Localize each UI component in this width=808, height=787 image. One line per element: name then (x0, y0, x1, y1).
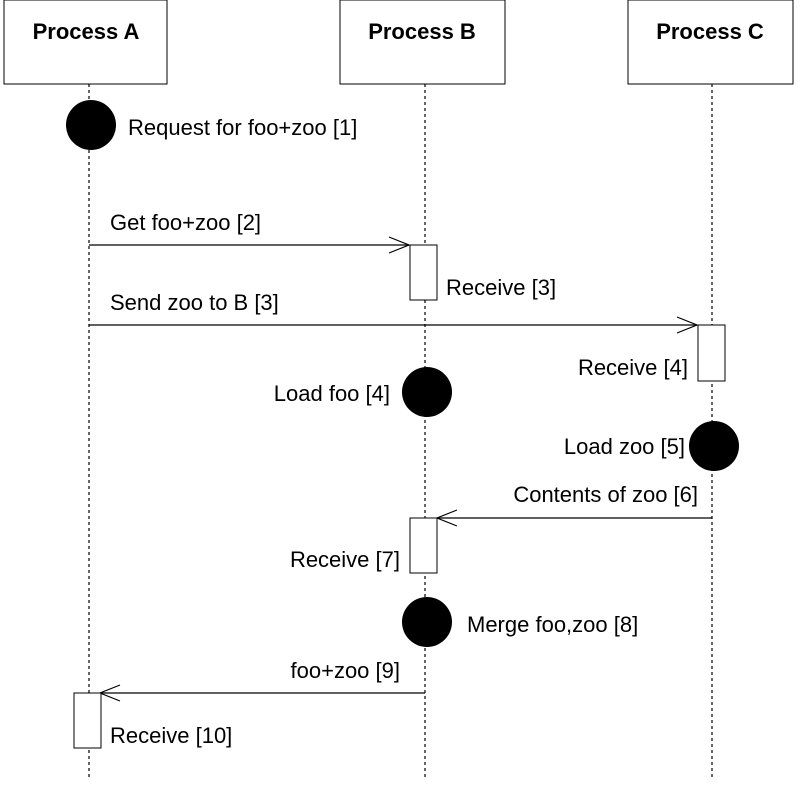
actor-process-b: Process B (339, 0, 506, 85)
actor-process-a: Process A (3, 0, 168, 85)
activation-a-receive-10 (73, 692, 102, 749)
receive-label-3: Receive [3] (446, 275, 556, 300)
arrowhead-get (388, 236, 411, 254)
message-label-get: Get foo+zoo [2] (110, 210, 261, 235)
actor-box-process-a (3, 0, 168, 85)
actor-label-process-b: Process B (368, 19, 476, 44)
actor-label-process-c: Process C (656, 19, 764, 44)
receive-label-4: Receive [4] (578, 355, 688, 380)
actor-label-process-a: Process A (33, 19, 140, 44)
event-dot-request (66, 100, 116, 150)
event-label-request: Request for foo+zoo [1] (128, 115, 357, 140)
actor-box-process-b (339, 0, 506, 85)
event-dot-load-zoo (689, 421, 739, 471)
actor-process-c: Process C (627, 0, 794, 85)
event-label-load-zoo: Load zoo [5] (564, 434, 685, 459)
message-label-send-zoo: Send zoo to B [3] (110, 290, 279, 315)
receive-label-10: Receive [10] (110, 723, 232, 748)
message-label-contents: Contents of zoo [6] (513, 482, 698, 507)
event-dot-merge (402, 597, 452, 647)
activation-b-receive-7 (409, 517, 438, 574)
actor-box-process-c (627, 0, 794, 85)
message-label-result: foo+zoo [9] (291, 658, 400, 683)
event-label-merge: Merge foo,zoo [8] (467, 612, 638, 637)
activation-c-receive-4 (697, 324, 726, 382)
arrowhead-send-zoo (676, 316, 699, 334)
event-dot-load-foo (402, 367, 452, 417)
receive-label-7: Receive [7] (290, 547, 400, 572)
event-label-load-foo: Load foo [4] (274, 381, 390, 406)
activation-b-receive-3 (409, 244, 438, 301)
